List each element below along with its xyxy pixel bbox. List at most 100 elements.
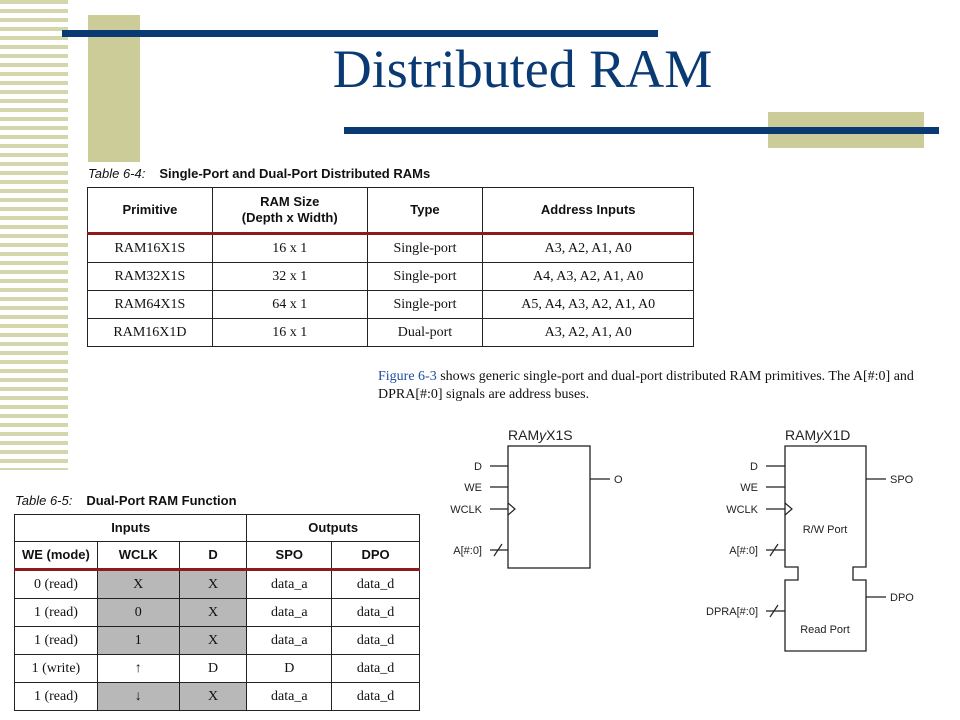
header-d: D: [178, 541, 248, 571]
bus-slash-icon: [769, 604, 779, 618]
cell-spo: data_a: [246, 682, 333, 711]
table-row: 0 (read) X X data_a data_d: [14, 569, 420, 599]
cell-primitive: RAM32X1S: [87, 262, 213, 291]
cell-type: Single-port: [366, 233, 484, 263]
cell-dpo: data_d: [331, 682, 420, 711]
figure-description: Figure 6-3 shows generic single-port and…: [378, 368, 958, 404]
single-input-we: WE: [464, 482, 482, 494]
single-input-d: D: [474, 461, 482, 473]
clock-marker-icon: [784, 502, 793, 516]
single-input-wclk: WCLK: [450, 504, 482, 516]
cell-d: X: [178, 626, 248, 655]
header-we-mode: WE (mode): [14, 541, 98, 571]
table-6-4-title: Single-Port and Dual-Port Distributed RA…: [159, 166, 431, 181]
cell-d: D: [178, 654, 248, 683]
dual-output-spo: SPO: [890, 474, 914, 486]
clock-marker-icon: [507, 502, 516, 516]
single-port-box: [507, 445, 591, 569]
header-inputs: Inputs: [13, 514, 248, 542]
cell-d: X: [178, 569, 248, 599]
cell-we-mode: 1 (read): [14, 598, 98, 627]
cell-spo: data_a: [246, 569, 333, 599]
header-ram-size: RAM Size (Depth x Width): [211, 187, 368, 235]
cell-address-inputs: A4, A3, A2, A1, A0: [482, 262, 694, 291]
cell-ram-size: 16 x 1: [211, 318, 368, 347]
cell-wclk: X: [96, 569, 180, 599]
dual-port-name: RAMyX1D: [785, 427, 850, 443]
slide-title: Distributed RAM: [332, 39, 713, 99]
cell-dpo: data_d: [331, 654, 420, 683]
cell-wclk: ↓: [96, 682, 180, 711]
figure-6-3-link[interactable]: Figure 6-3: [378, 369, 437, 384]
table-row: RAM64X1S 64 x 1 Single-port A5, A4, A3, …: [87, 290, 694, 319]
header-primitive: Primitive: [87, 187, 213, 235]
dual-port-box: [784, 445, 867, 652]
table-6-4: Primitive RAM Size (Depth x Width) Type …: [87, 187, 694, 347]
cell-d: X: [178, 598, 248, 627]
header-spo: SPO: [246, 541, 333, 571]
header-address-inputs: Address Inputs: [482, 187, 694, 235]
single-output-o: O: [614, 474, 623, 486]
cell-ram-size: 16 x 1: [211, 233, 368, 263]
cell-address-inputs: A3, A2, A1, A0: [482, 318, 694, 347]
cell-we-mode: 0 (read): [14, 569, 98, 599]
cell-address-inputs: A3, A2, A1, A0: [482, 233, 694, 263]
dual-input-wclk: WCLK: [726, 504, 758, 516]
decorative-stripes: [0, 0, 68, 470]
cell-dpo: data_d: [331, 598, 420, 627]
cell-primitive: RAM16X1D: [87, 318, 213, 347]
ram-single-port-block: RAMyX1S D WE WCLK A[#:0] O: [450, 427, 623, 569]
table-row: RAM16X1S 16 x 1 Single-port A3, A2, A1, …: [87, 233, 694, 263]
table-6-4-caption: Table 6-4: Single-Port and Dual-Port Dist…: [88, 166, 430, 181]
cell-type: Single-port: [366, 290, 484, 319]
single-port-name: RAMyX1S: [508, 427, 573, 443]
cell-wclk: 1: [96, 626, 180, 655]
read-port-label: Read Port: [800, 624, 850, 636]
cell-primitive: RAM64X1S: [87, 290, 213, 319]
table-row: 1 (read) ↓ X data_a data_d: [14, 682, 420, 711]
table-row: RAM32X1S 32 x 1 Single-port A4, A3, A2, …: [87, 262, 694, 291]
cell-dpo: data_d: [331, 569, 420, 599]
cell-spo: D: [246, 654, 333, 683]
cell-spo: data_a: [246, 626, 333, 655]
cell-d: X: [178, 682, 248, 711]
table-6-5-caption: Table 6-5: Dual-Port RAM Function: [15, 493, 237, 508]
header-dpo: DPO: [331, 541, 420, 571]
dual-input-dpra: DPRA[#:0]: [706, 606, 758, 618]
dual-input-we: WE: [740, 482, 758, 494]
cell-address-inputs: A5, A4, A3, A2, A1, A0: [482, 290, 694, 319]
table-row: 1 (write) ↑ D D data_d: [14, 654, 420, 683]
bus-slash-icon: [769, 543, 779, 557]
ram-primitives-diagram: RAMyX1S D WE WCLK A[#:0] O RAMyX1D D WE …: [450, 427, 914, 652]
cell-we-mode: 1 (read): [14, 626, 98, 655]
cell-ram-size: 64 x 1: [211, 290, 368, 319]
header-wclk: WCLK: [96, 541, 180, 571]
cell-we-mode: 1 (write): [14, 654, 98, 683]
cell-type: Dual-port: [366, 318, 484, 347]
cell-dpo: data_d: [331, 626, 420, 655]
cell-ram-size: 32 x 1: [211, 262, 368, 291]
header-type: Type: [366, 187, 484, 235]
table-row: 1 (read) 1 X data_a data_d: [14, 626, 420, 655]
cell-we-mode: 1 (read): [14, 682, 98, 711]
table-row: 1 (read) 0 X data_a data_d: [14, 598, 420, 627]
rw-port-label: R/W Port: [803, 524, 848, 536]
cell-primitive: RAM16X1S: [87, 233, 213, 263]
table-6-5: Inputs Outputs WE (mode) WCLK D SPO DPO …: [13, 514, 420, 711]
table-6-4-number: Table 6-4:: [88, 166, 146, 181]
cell-wclk: 0: [96, 598, 180, 627]
table-6-5-title: Dual-Port RAM Function: [86, 493, 237, 508]
decorative-block-left: [88, 15, 140, 162]
dual-input-d: D: [750, 461, 758, 473]
dual-output-dpo: DPO: [890, 592, 914, 604]
cell-wclk: ↑: [96, 654, 180, 683]
figure-description-text: shows generic single-port and dual-port …: [378, 369, 914, 402]
single-input-address: A[#:0]: [453, 545, 482, 557]
table-6-5-number: Table 6-5:: [15, 493, 73, 508]
table-row: RAM16X1D 16 x 1 Dual-port A3, A2, A1, A0: [87, 318, 694, 347]
bus-slash-icon: [493, 543, 503, 557]
header-outputs: Outputs: [246, 514, 420, 542]
cell-type: Single-port: [366, 262, 484, 291]
title-rule-top: [62, 30, 658, 37]
ram-dual-port-block: RAMyX1D D WE WCLK A[#:0] DPRA[#:0] SPO D…: [706, 427, 914, 652]
